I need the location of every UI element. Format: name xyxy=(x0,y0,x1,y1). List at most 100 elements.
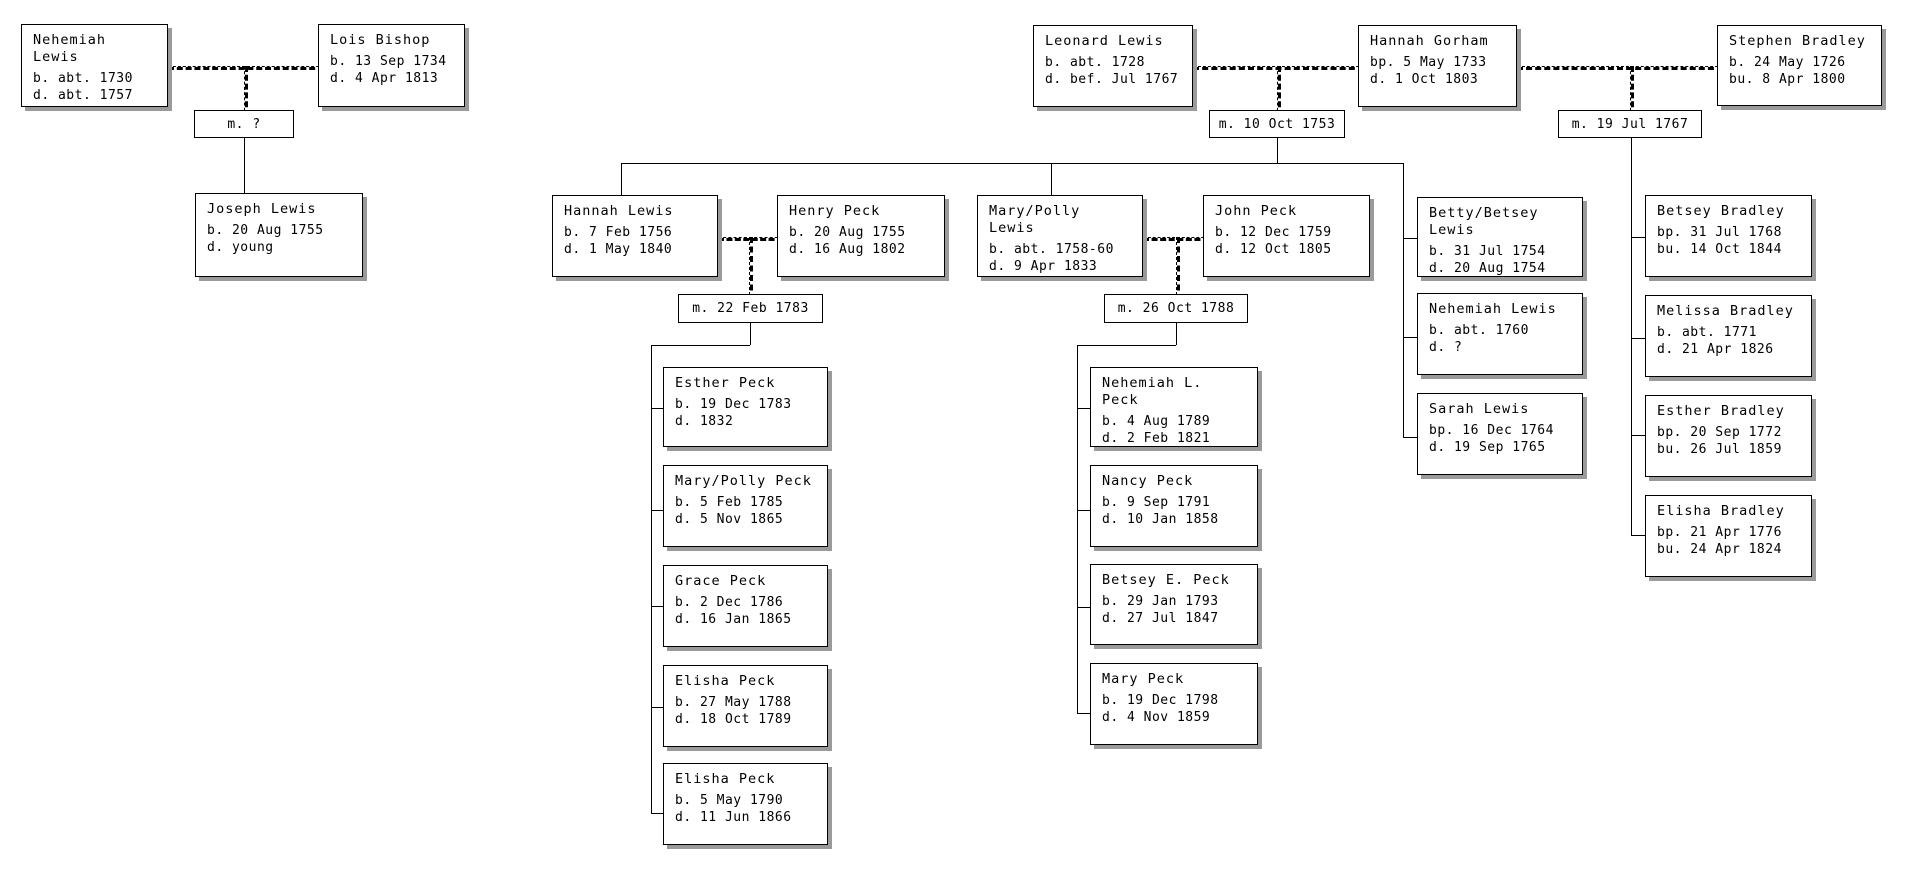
person-box-john-peck: John Peck b. 12 Dec 1759 d. 12 Oct 1805 xyxy=(1203,195,1370,277)
descent-line xyxy=(750,323,751,345)
marriage-box-leonard-hannah: m. 10 Oct 1753 xyxy=(1209,110,1345,138)
child-stub xyxy=(1403,337,1417,338)
person-birth-line: b. 13 Sep 1734 xyxy=(330,54,447,69)
person-death-line: d. 21 Apr 1826 xyxy=(1657,342,1774,357)
person-name: Melissa Bradley xyxy=(1657,303,1794,319)
person-name: Lois Bishop xyxy=(330,32,431,48)
person-name: Stephen Bradley xyxy=(1729,33,1866,49)
person-box-betsey-bradley: Betsey Bradley bp. 31 Jul 1768 bu. 14 Oc… xyxy=(1645,195,1812,277)
person-name: Elisha Bradley xyxy=(1657,503,1785,519)
person-birth-line: b. abt. 1760 xyxy=(1429,323,1529,338)
person-box-lois-bishop: Lois Bishop b. 13 Sep 1734 d. 4 Apr 1813 xyxy=(318,24,465,107)
person-box-stephen-bradley: Stephen Bradley b. 24 May 1726 bu. 8 Apr… xyxy=(1717,25,1882,106)
person-birth-line: bp. 20 Sep 1772 xyxy=(1657,425,1782,440)
child-stub xyxy=(651,707,663,708)
marriage-label: m. 26 Oct 1788 xyxy=(1117,301,1235,316)
person-name: Elisha Peck xyxy=(675,771,776,787)
person-birth-line: b. 19 Dec 1783 xyxy=(675,397,792,412)
person-death-line: d. 18 Oct 1789 xyxy=(675,712,792,727)
marriage-box-nehemiah-lois: m. ? xyxy=(194,110,294,138)
couple-dotted-line xyxy=(1517,66,1723,70)
sibling-rail-vertical xyxy=(1403,163,1404,437)
child-stub xyxy=(1077,607,1090,608)
person-death-line: d. 16 Jan 1865 xyxy=(675,612,792,627)
person-box-mary-polly-lewis: Mary/Polly Lewis b. abt. 1758-60 d. 9 Ap… xyxy=(977,195,1143,277)
person-birth-line: bp. 16 Dec 1764 xyxy=(1429,423,1554,438)
person-box-hannah-gorham: Hannah Gorham bp. 5 May 1733 d. 1 Oct 18… xyxy=(1358,25,1517,107)
marriage-box-mary-john: m. 26 Oct 1788 xyxy=(1104,294,1248,323)
person-box-esther-bradley: Esther Bradley bp. 20 Sep 1772 bu. 26 Ju… xyxy=(1645,395,1812,477)
person-death-line: d. 4 Nov 1859 xyxy=(1102,710,1211,725)
person-birth-line: b. 20 Aug 1755 xyxy=(207,223,324,238)
sibling-rail-vertical xyxy=(1077,345,1078,713)
child-stub xyxy=(1077,408,1090,409)
person-death-line: d. 1832 xyxy=(675,414,734,429)
person-name: Sarah Lewis xyxy=(1429,401,1530,417)
person-birth-line: b. 2 Dec 1786 xyxy=(675,595,784,610)
person-box-grace-peck: Grace Peck b. 2 Dec 1786 d. 16 Jan 1865 xyxy=(663,565,828,647)
person-birth-line: b. 19 Dec 1798 xyxy=(1102,693,1219,708)
person-box-joseph-lewis: Joseph Lewis b. 20 Aug 1755 d. young xyxy=(195,193,363,277)
marriage-label: m. 22 Feb 1783 xyxy=(692,301,809,316)
person-name: Esther Bradley xyxy=(1657,403,1785,419)
person-birth-line: bp. 21 Apr 1776 xyxy=(1657,525,1782,540)
person-death-line: d. 1 Oct 1803 xyxy=(1370,72,1479,87)
child-stub xyxy=(651,606,663,607)
child-stub xyxy=(1403,437,1417,438)
person-death-line: d. bef. Jul 1767 xyxy=(1045,72,1179,87)
person-death-line: d. 9 Apr 1833 xyxy=(989,259,1098,274)
descent-line xyxy=(244,138,245,193)
person-name: Betsey Bradley xyxy=(1657,203,1785,219)
couple-drop-dotted-line xyxy=(749,237,753,300)
person-birth-line: b. abt. 1730 xyxy=(33,71,133,86)
person-box-betsey-e-peck: Betsey E. Peck b. 29 Jan 1793 d. 27 Jul … xyxy=(1090,564,1258,645)
person-box-hannah-lewis: Hannah Lewis b. 7 Feb 1756 d. 1 May 1840 xyxy=(552,195,718,277)
descent-elbow xyxy=(651,345,750,346)
person-box-melissa-bradley: Melissa Bradley b. abt. 1771 d. 21 Apr 1… xyxy=(1645,295,1812,377)
person-name: Nehemiah L. Peck xyxy=(1102,375,1203,408)
person-name: John Peck xyxy=(1215,203,1298,219)
child-stub xyxy=(651,510,663,511)
person-death-line: bu. 24 Apr 1824 xyxy=(1657,542,1782,557)
person-birth-line: b. 24 May 1726 xyxy=(1729,55,1846,70)
person-birth-line: b. 27 May 1788 xyxy=(675,695,792,710)
person-death-line: d. 10 Jan 1858 xyxy=(1102,512,1219,527)
person-death-line: d. 12 Oct 1805 xyxy=(1215,242,1332,257)
sibling-rail xyxy=(621,163,1403,164)
person-box-mary-peck: Mary Peck b. 19 Dec 1798 d. 4 Nov 1859 xyxy=(1090,663,1258,745)
person-name: Nehemiah Lewis xyxy=(33,32,107,65)
person-box-elisha-peck-1: Elisha Peck b. 27 May 1788 d. 18 Oct 178… xyxy=(663,665,828,747)
person-name: Mary/Polly Lewis xyxy=(989,203,1081,236)
person-box-esther-peck: Esther Peck b. 19 Dec 1783 d. 1832 xyxy=(663,367,828,447)
person-death-line: d. 11 Jun 1866 xyxy=(675,810,792,825)
child-stub xyxy=(1631,237,1645,238)
person-box-nehemiah-lewis-jr: Nehemiah Lewis b. abt. 1760 d. ? xyxy=(1417,293,1583,375)
person-birth-line: b. 7 Feb 1756 xyxy=(564,225,673,240)
descent-line xyxy=(1176,323,1177,345)
person-name: Betty/Betsey Lewis xyxy=(1429,205,1539,238)
person-death-line: d. 4 Apr 1813 xyxy=(330,71,439,86)
person-name: Joseph Lewis xyxy=(207,201,317,217)
person-name: Henry Peck xyxy=(789,203,881,219)
person-birth-line: b. 5 May 1790 xyxy=(675,793,784,808)
couple-drop-dotted-line xyxy=(1630,66,1634,116)
person-birth-line: b. 31 Jul 1754 xyxy=(1429,244,1546,259)
person-name: Nancy Peck xyxy=(1102,473,1194,489)
person-birth-line: b. 4 Aug 1789 xyxy=(1102,414,1211,429)
child-stub xyxy=(1077,510,1090,511)
person-birth-line: b. 29 Jan 1793 xyxy=(1102,594,1219,609)
person-name: Hannah Lewis xyxy=(564,203,674,219)
person-box-mary-polly-peck: Mary/Polly Peck b. 5 Feb 1785 d. 5 Nov 1… xyxy=(663,465,828,547)
person-box-betty-betsey-lewis: Betty/Betsey Lewis b. 31 Jul 1754 d. 20 … xyxy=(1417,197,1583,277)
descent-line xyxy=(1277,138,1278,163)
child-stub xyxy=(1631,435,1645,436)
person-birth-line: b. abt. 1758-60 xyxy=(989,242,1114,257)
person-death-line: d. young xyxy=(207,240,274,255)
child-stub xyxy=(651,813,663,814)
person-box-nehemiah-l-peck: Nehemiah L. Peck b. 4 Aug 1789 d. 2 Feb … xyxy=(1090,367,1258,447)
person-death-line: d. ? xyxy=(1429,340,1463,355)
person-death-line: d. abt. 1757 xyxy=(33,88,133,103)
child-stub xyxy=(1403,238,1417,239)
person-name: Nehemiah Lewis xyxy=(1429,301,1557,317)
marriage-box-hannah-stephen: m. 19 Jul 1767 xyxy=(1558,110,1702,138)
